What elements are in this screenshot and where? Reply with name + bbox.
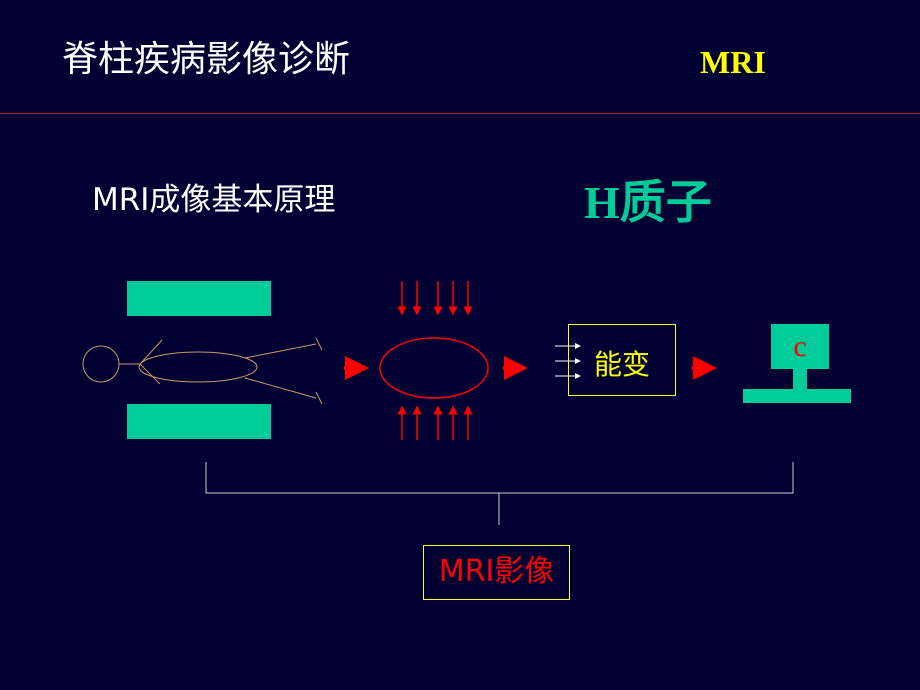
signal-arrows	[555, 343, 581, 379]
computer-monitor-icon	[771, 324, 829, 369]
magnet-top-block	[127, 281, 271, 316]
energy-conversion-box	[568, 324, 676, 396]
proton-ellipse	[379, 337, 489, 399]
energy-conversion-label: 能变	[594, 348, 651, 381]
mri-image-label: MRI影像	[438, 554, 555, 589]
section-subtitle: MRI成像基本原理	[92, 182, 336, 218]
field-arrows-down	[397, 281, 473, 316]
mri-image-box	[423, 545, 570, 600]
monitor-base	[743, 389, 851, 403]
h-proton-label: H质子	[584, 177, 712, 228]
monitor-stand	[793, 369, 807, 389]
field-arrows-up	[397, 405, 473, 440]
computer-label: c	[793, 330, 807, 363]
slide-title: 脊柱疾病影像诊断	[62, 39, 351, 80]
magnet-bottom-block	[127, 404, 271, 439]
topic-tag: MRI	[700, 44, 766, 80]
patient-figure-icon	[82, 337, 323, 405]
summary-bracket	[205, 462, 794, 525]
header-divider	[0, 113, 920, 114]
